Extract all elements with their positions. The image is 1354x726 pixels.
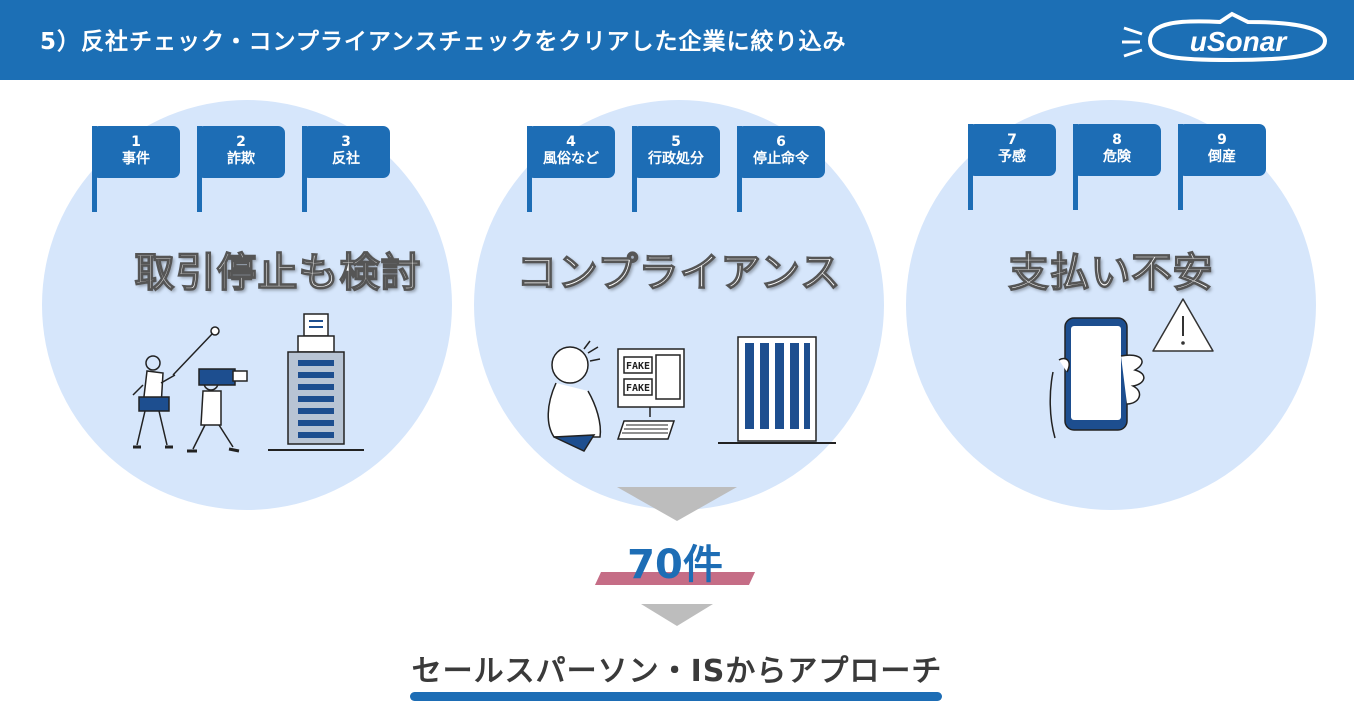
- down-arrow-2: [641, 604, 713, 626]
- page-title: 5）反社チェック・コンプライアンスチェックをクリアした企業に絞り込み: [40, 29, 847, 55]
- flag-label: 停止命令: [753, 151, 809, 167]
- flag-label: 予感: [998, 149, 1026, 165]
- flag-number: 3: [341, 134, 351, 150]
- office-tower-icon: [718, 336, 836, 444]
- flag-number: 2: [236, 134, 246, 150]
- logo-text: uSonar: [1190, 26, 1289, 57]
- flag-number: 7: [1007, 132, 1017, 148]
- action-text: セールスパーソン・ISからアプローチ: [411, 654, 943, 689]
- result-count: 70件: [627, 542, 723, 588]
- action-underline: [410, 692, 942, 701]
- fake-label-2: FAKE: [626, 383, 650, 394]
- flag-number: 9: [1217, 132, 1227, 148]
- down-arrow-1: [617, 487, 737, 521]
- flag-label: 危険: [1103, 149, 1131, 165]
- flag-number: 1: [131, 134, 141, 150]
- usonar-logo: uSonar: [1122, 11, 1328, 63]
- smartphone-in-hand-icon: [1049, 317, 1145, 439]
- warning-icon: [1152, 298, 1214, 352]
- reporters-illustration: [132, 326, 248, 453]
- flag-label: 詐欺: [227, 151, 255, 167]
- flag-label: 倒産: [1208, 149, 1236, 165]
- flag-label: 行政処分: [648, 151, 704, 167]
- flag-number: 6: [776, 134, 786, 150]
- flag-label: 事件: [122, 151, 150, 167]
- heading-group-1: 取引停止も検討: [134, 249, 422, 296]
- office-building-icon: [268, 313, 364, 451]
- heading-group-3: 支払い不安: [1008, 249, 1214, 296]
- flag-number: 4: [566, 134, 576, 150]
- heading-group-2: コンプライアンス: [516, 249, 842, 296]
- flag-number: 8: [1112, 132, 1122, 148]
- header-bar: 5）反社チェック・コンプライアンスチェックをクリアした企業に絞り込み uSona…: [0, 0, 1354, 80]
- flag-label: 反社: [332, 151, 360, 167]
- fake-label-1: FAKE: [626, 361, 650, 372]
- flag-label: 風俗など: [543, 151, 599, 167]
- fake-news-illustration: FAKE FAKE: [547, 340, 685, 452]
- flag-number: 5: [671, 134, 681, 150]
